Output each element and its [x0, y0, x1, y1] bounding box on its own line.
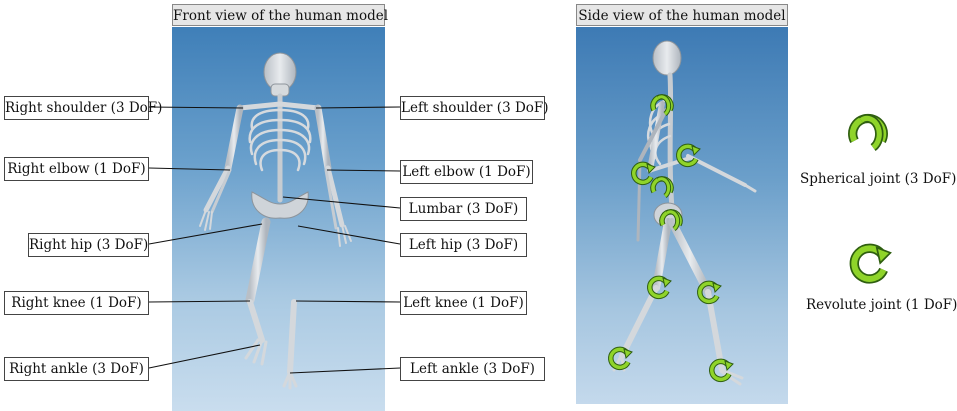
legend-spherical-label: Spherical joint (3 DoF) — [800, 171, 957, 187]
label-right-ankle: Right ankle (3 DoF) — [4, 357, 149, 381]
label-lumbar: Lumbar (3 DoF) — [400, 197, 527, 221]
label-right-hip: Right hip (3 DoF) — [28, 233, 149, 257]
revolute-joint-icon — [634, 164, 655, 182]
spherical-joint-icon — [653, 179, 671, 196]
side-skeleton — [612, 40, 757, 386]
front-view-title: Front view of the human model — [172, 4, 388, 26]
revolute-joint-legend-icon — [854, 248, 890, 279]
label-right-shoulder: Right shoulder (3 DoF) — [4, 96, 162, 120]
label-left-hip: Left hip (3 DoF) — [400, 233, 527, 257]
label-right-elbow: Right elbow (1 DoF) — [4, 157, 149, 181]
label-left-ankle: Left ankle (3 DoF) — [400, 357, 545, 381]
legend-revolute-label: Revolute joint (1 DoF) — [806, 297, 957, 313]
label-left-knee: Left knee (1 DoF) — [400, 291, 527, 315]
front-skeleton — [199, 52, 352, 390]
label-right-knee: Right knee (1 DoF) — [4, 291, 149, 315]
side-view-title: Side view of the human model — [576, 4, 788, 26]
spherical-joint-legend-icon — [853, 118, 884, 147]
label-left-elbow: Left elbow (1 DoF) — [400, 160, 533, 184]
label-left-shoulder: Left shoulder (3 DoF) — [400, 96, 549, 120]
leader-lines — [148, 106, 401, 374]
